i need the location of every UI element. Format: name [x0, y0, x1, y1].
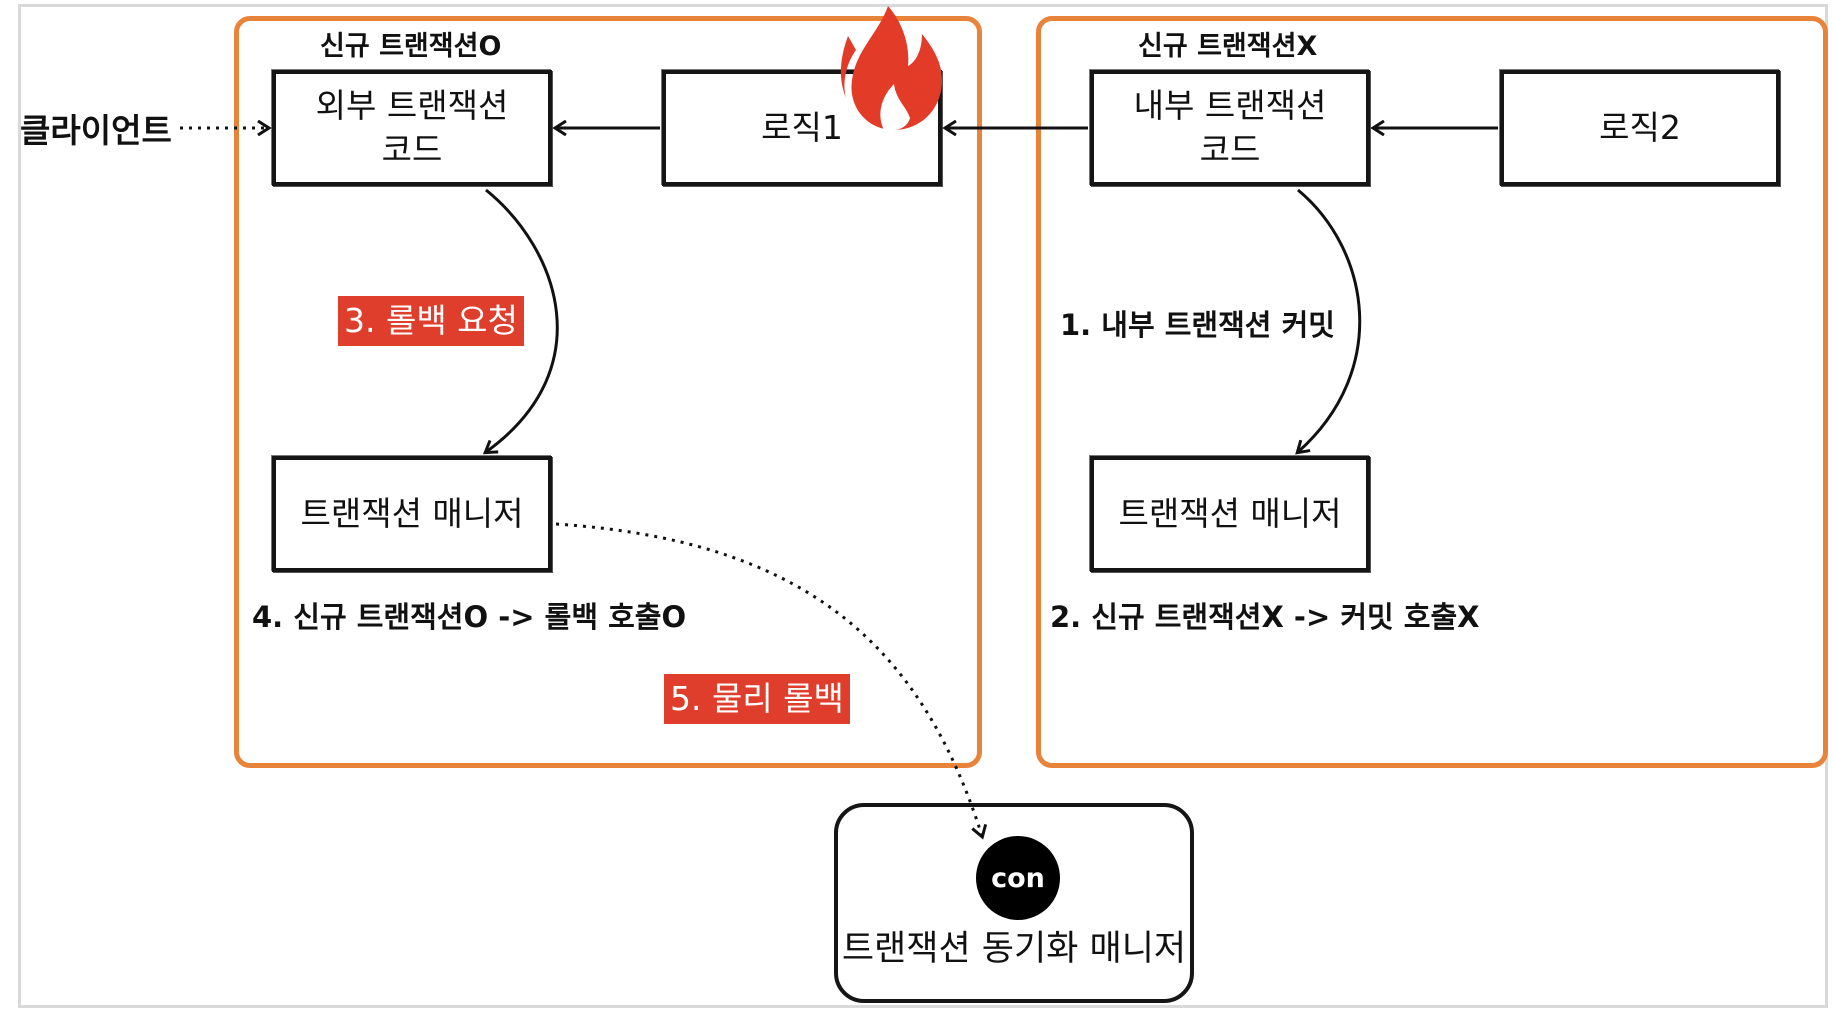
left-transaction-manager-box: 트랜잭션 매니저 — [272, 456, 552, 572]
physical-rollback-arrow — [555, 522, 982, 836]
step1-label: 1. 내부 트랜잭션 커밋 — [1060, 308, 1335, 342]
inner-transaction-title: 신규 트랜잭션X — [1138, 31, 1318, 62]
new-transaction-region — [234, 16, 982, 768]
inner-transaction-region — [1036, 16, 1828, 768]
rollback-request-arrow — [486, 188, 559, 452]
transaction-sync-manager-label: 트랜잭션 동기화 매니저 — [841, 929, 1187, 969]
client-label: 클라이언트 — [20, 111, 172, 150]
physical-rollback-badge: 5. 물리 롤백 — [664, 674, 850, 724]
step4-label: 4. 신규 트랜잭션O -> 롤백 호출O — [252, 600, 687, 634]
right-transaction-manager-box: 트랜잭션 매니저 — [1090, 456, 1370, 572]
rollback-request-badge: 3. 롤백 요청 — [338, 296, 524, 346]
inner-transaction-code-box: 내부 트랜잭션 코드 — [1090, 70, 1370, 186]
connection-circle: con — [976, 836, 1060, 920]
step2-label: 2. 신규 트랜잭션X -> 커밋 호출X — [1050, 600, 1480, 634]
fire-icon — [840, 6, 942, 130]
inner-commit-arrow — [1298, 188, 1362, 452]
outer-transaction-code-box: 외부 트랜잭션 코드 — [272, 70, 552, 186]
logic2-box: 로직2 — [1500, 70, 1780, 186]
new-transaction-title: 신규 트랜잭션O — [320, 31, 502, 62]
